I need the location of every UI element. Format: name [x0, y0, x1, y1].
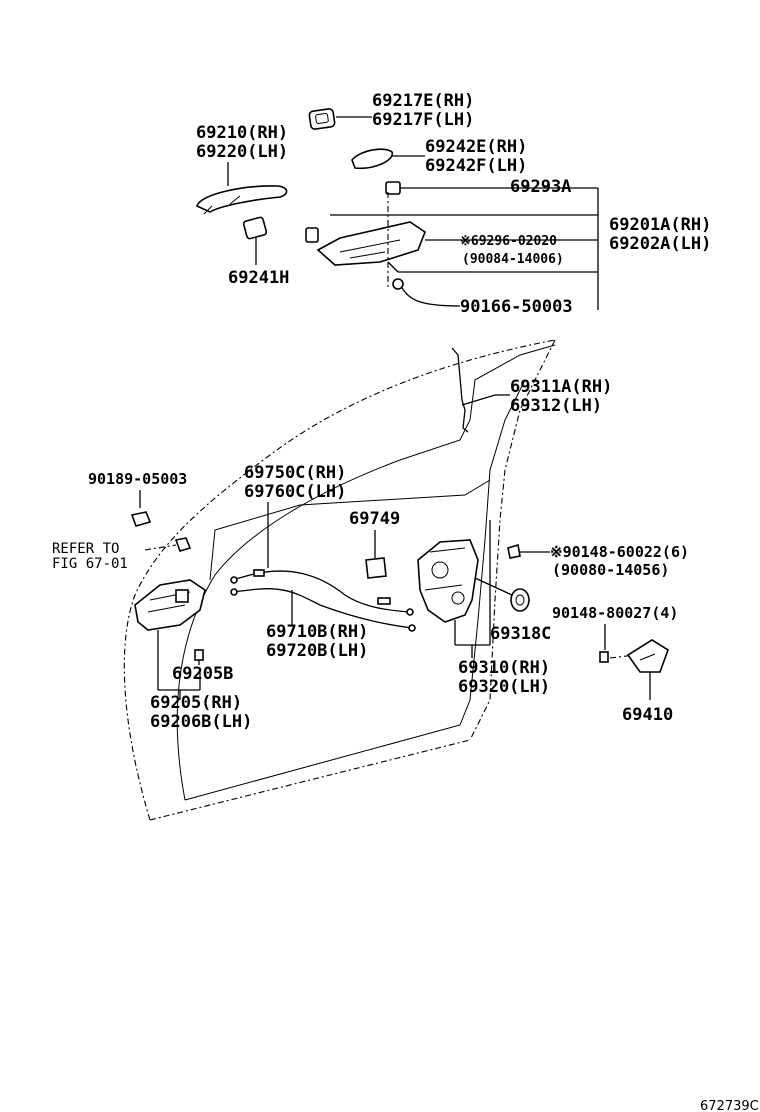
label-69205: 69205(RH)	[150, 693, 242, 713]
label-90189: 90189-05003	[88, 470, 187, 488]
striker-part	[626, 639, 669, 700]
label-69750c: 69750C(RH)	[244, 463, 346, 483]
label-69312: 69312(LH)	[510, 396, 602, 416]
label-90080: (90080-14056)	[552, 561, 669, 579]
cable-clamp-part	[365, 530, 387, 579]
label-69202a: 69202A(LH)	[609, 234, 711, 254]
label-90148-80027: 90148-80027(4)	[552, 604, 678, 622]
inside-handle-part	[134, 579, 206, 700]
label-69760c: 69760C(LH)	[244, 482, 346, 502]
screw-part	[392, 278, 461, 307]
refer-to-label: REFER TO	[52, 541, 119, 557]
inside-handle-bezel-part	[194, 649, 204, 665]
label-69710b: 69710B(RH)	[266, 622, 368, 642]
lock-screw-part	[507, 543, 550, 559]
door-outline	[123, 339, 556, 821]
door-lock-part	[417, 520, 491, 658]
label-69720b: 69720B(LH)	[266, 641, 368, 661]
remote-cable-part	[230, 502, 416, 632]
label-69410: 69410	[622, 705, 673, 725]
striker-screw-part	[599, 624, 636, 663]
label-90148-60022: ※90148-60022(6)	[550, 543, 689, 561]
label-69749: 69749	[349, 509, 400, 529]
label-69220: 69220(LH)	[196, 142, 288, 162]
label-69318c: 69318C	[490, 624, 551, 644]
diagram-code: 672739C	[700, 1099, 759, 1112]
handle-cap-part	[308, 108, 372, 130]
lock-cover-part	[474, 577, 530, 612]
label-69293a: 69293A	[510, 177, 571, 197]
outside-handle-part	[196, 162, 288, 215]
handle-pad-part	[242, 216, 268, 265]
connector-part	[144, 537, 192, 552]
label-69242f: 69242F(LH)	[425, 156, 527, 176]
label-69205b: 69205B	[172, 664, 233, 684]
grommet-part	[130, 490, 152, 527]
label-69206b: 69206B(LH)	[150, 712, 252, 732]
label-90084-14006: (90084-14006)	[462, 252, 564, 267]
label-69217e: 69217E(RH)	[372, 91, 474, 111]
handle-frame-part	[305, 188, 599, 310]
label-90166: 90166-50003	[460, 297, 573, 317]
label-69311a: 69311A(RH)	[510, 377, 612, 397]
label-69217f: 69217F(LH)	[372, 110, 474, 130]
label-69201a: 69201A(RH)	[609, 215, 711, 235]
label-69320: 69320(LH)	[458, 677, 550, 697]
clip-part	[385, 181, 598, 195]
label-69241h: 69241H	[228, 268, 289, 288]
handle-pad-rear-part	[351, 148, 425, 170]
label-69310: 69310(RH)	[458, 658, 550, 678]
refer-fig-label: FIG 67-01	[52, 556, 128, 572]
label-69242e: 69242E(RH)	[425, 137, 527, 157]
label-69296: ※69296-02020	[460, 234, 557, 249]
label-69210: 69210(RH)	[196, 123, 288, 143]
lock-rod-part	[451, 347, 510, 433]
